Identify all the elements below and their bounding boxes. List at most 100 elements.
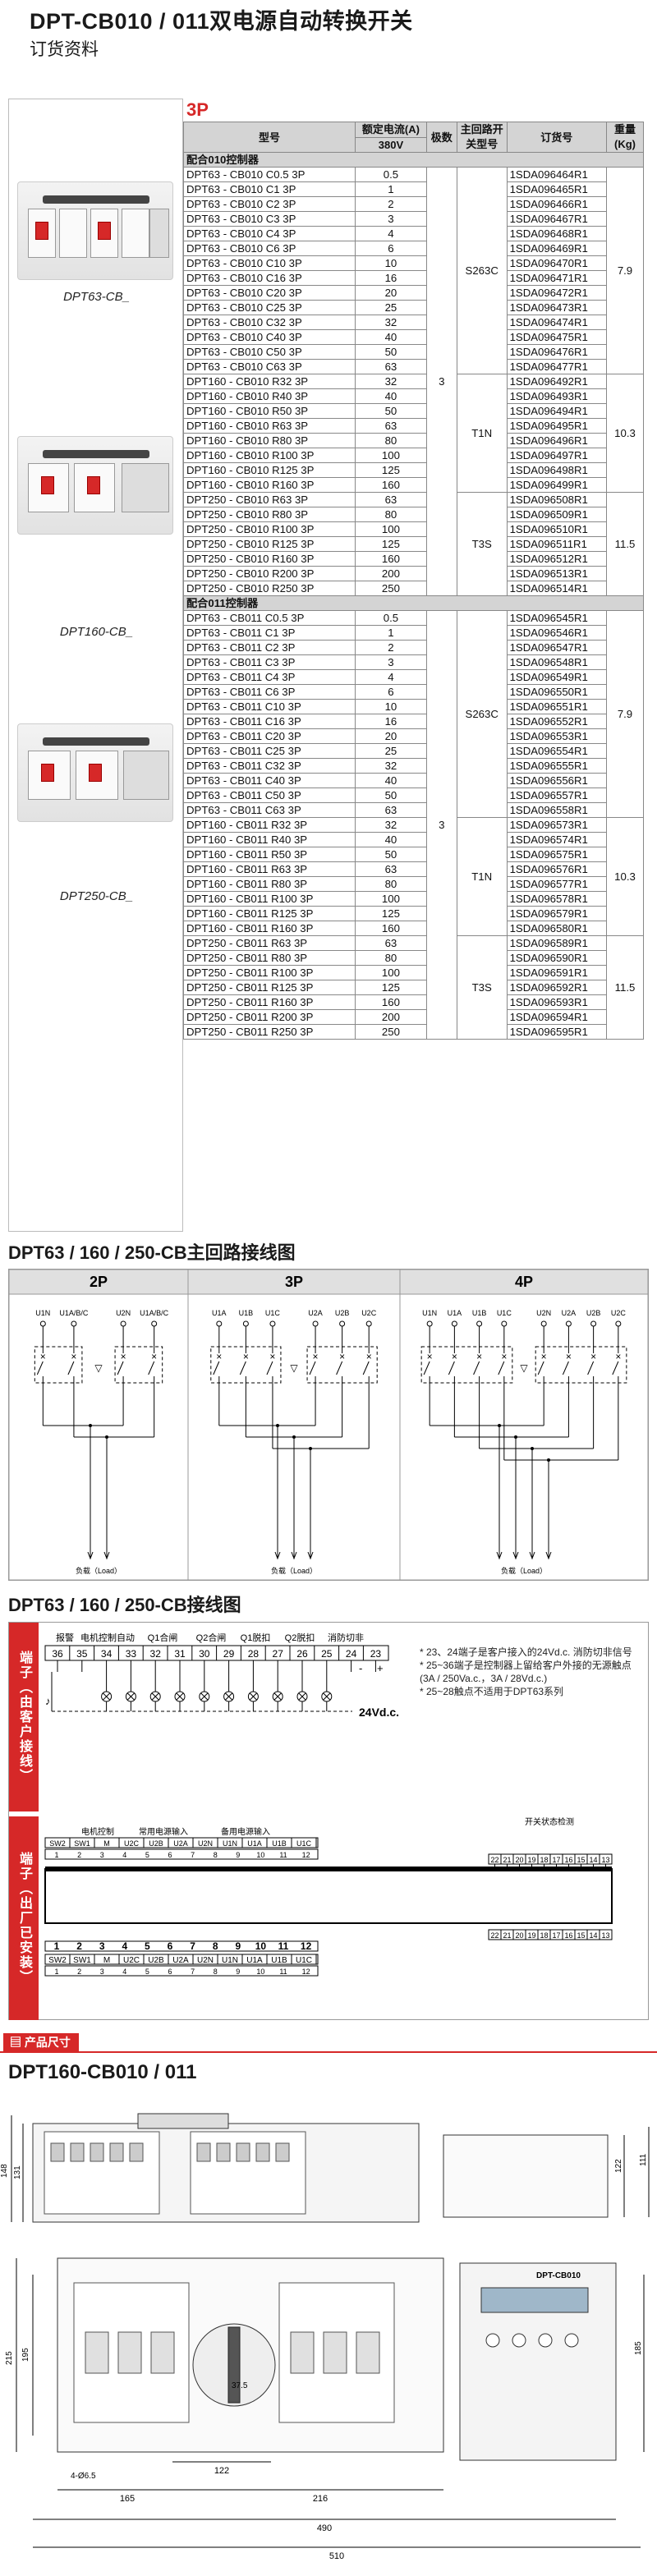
lamp-icon	[298, 1692, 306, 1701]
contact-mark: ×	[216, 1351, 222, 1362]
terminal-number: 9	[236, 1851, 240, 1859]
model-cell: DPT63 - CB011 C20 3P	[182, 728, 356, 744]
switch-blade	[36, 1361, 44, 1375]
model-cell: DPT160 - CB010 R40 3P	[182, 388, 356, 404]
current-cell: 2	[355, 196, 427, 212]
model-cell: DPT160 - CB011 R32 3P	[182, 817, 356, 833]
terminal-number: 3	[99, 1940, 105, 1952]
arrow	[529, 1551, 535, 1560]
model-cell: DPT250 - CB010 R250 3P	[182, 581, 356, 596]
contact-mark: ×	[541, 1351, 547, 1362]
order-no-cell: 1SDA096470R1	[506, 255, 607, 271]
model-cell: DPT63 - CB011 C32 3P	[182, 758, 356, 774]
lamp-icon	[273, 1692, 282, 1701]
model-cell: DPT250 - CB011 R100 3P	[182, 965, 356, 980]
function-label: 消防切非	[328, 1632, 364, 1643]
current-cell: 50	[355, 344, 427, 360]
model-cell: DPT160 - CB010 R63 3P	[182, 418, 356, 434]
terminal-number: 27	[273, 1648, 284, 1660]
terminal-name: SW2	[48, 1956, 67, 1965]
current-cell: 63	[355, 802, 427, 818]
product-image-panel: DPT63-CB_ DPT160-CB_ DPT250-CB_	[8, 99, 183, 1232]
arrow	[545, 1551, 552, 1560]
weight-cell: 7.9	[605, 167, 645, 374]
current-cell: 80	[355, 950, 427, 966]
contact-mark: ×	[590, 1351, 596, 1362]
panel-label: 3P	[285, 1274, 303, 1290]
order-no-cell: 1SDA096476R1	[506, 344, 607, 360]
order-no-cell: 1SDA096557R1	[506, 787, 607, 803]
order-no-cell: 1SDA096499R1	[506, 477, 607, 493]
terminal-number: 4	[122, 1968, 126, 1976]
terminal-dot	[120, 1320, 126, 1327]
terminal-label: U2A	[308, 1309, 323, 1317]
model-cell: DPT63 - CB010 C0.5 3P	[182, 167, 356, 182]
order-no-cell: 1SDA096556R1	[506, 773, 607, 788]
order-no-cell: 1SDA096510R1	[506, 521, 607, 537]
status-number: 13	[601, 1856, 609, 1864]
terminal-dot	[71, 1320, 77, 1327]
terminal-name: U1A	[247, 1839, 262, 1848]
order-no-cell: 1SDA096465R1	[506, 181, 607, 197]
current-cell: 50	[355, 787, 427, 803]
current-cell: 6	[355, 684, 427, 700]
terminal-name: SW2	[49, 1839, 66, 1848]
pole-block	[236, 2142, 250, 2162]
col-weight: 重量(Kg)	[605, 122, 645, 153]
switch-blade	[612, 1361, 619, 1375]
terminal-number: 5	[145, 1940, 150, 1952]
order-no-cell: 1SDA096558R1	[506, 802, 607, 818]
terminal-dot	[151, 1320, 158, 1327]
order-no-cell: 1SDA096473R1	[506, 300, 607, 315]
dim-490: 490	[317, 2523, 332, 2533]
switch-model-cell: T1N	[456, 374, 508, 493]
terminal-number: 8	[214, 1968, 218, 1976]
current-cell: 100	[355, 521, 427, 537]
arrow	[307, 1551, 314, 1560]
selector-handle	[227, 2326, 241, 2404]
terminal-number: 30	[199, 1648, 210, 1660]
terminal-dot	[476, 1320, 483, 1327]
terminal-dot	[426, 1320, 433, 1327]
current-cell: 2	[355, 640, 427, 655]
dim-122-side: 122	[614, 2159, 623, 2173]
current-cell: 25	[355, 743, 427, 759]
model-cell: DPT63 - CB011 C0.5 3P	[182, 610, 356, 626]
order-no-cell: 1SDA096575R1	[506, 847, 607, 862]
terminal-number: 1	[54, 1851, 58, 1859]
breaker-box-2	[306, 1346, 378, 1384]
terminal-number: 4	[122, 1940, 127, 1952]
current-cell: 250	[355, 1024, 427, 1040]
terminal-number: 26	[296, 1648, 308, 1660]
terminal-label: U2B	[586, 1309, 601, 1317]
current-cell: 250	[355, 581, 427, 596]
terminal-number: 9	[235, 1940, 241, 1952]
customer-terminal-label: 端子（由客户接线）	[9, 1623, 39, 1811]
terminal-name: U2A	[172, 1956, 189, 1965]
controller-display	[480, 2287, 589, 2313]
status-number: 20	[515, 1856, 523, 1864]
dim-165: 165	[120, 2494, 135, 2504]
status-number: 17	[552, 1931, 560, 1940]
model-cell: DPT63 - CB011 C4 3P	[182, 669, 356, 685]
switch-blade	[562, 1361, 569, 1375]
controller-button	[538, 2333, 553, 2348]
terminal-number: 1	[54, 1940, 60, 1952]
terminal-number: 8	[213, 1940, 218, 1952]
ruler-icon: ▤	[10, 2036, 25, 2049]
terminal-label: U2N	[116, 1309, 131, 1317]
arrow	[87, 1551, 94, 1560]
col-current: 额定电流(A)	[355, 122, 427, 138]
switch-blade	[117, 1361, 124, 1375]
terminal-label: U1A/B/C	[59, 1309, 89, 1317]
current-cell: 80	[355, 433, 427, 448]
terminal-name: U2C	[123, 1956, 140, 1965]
lamp-icon	[176, 1692, 184, 1701]
